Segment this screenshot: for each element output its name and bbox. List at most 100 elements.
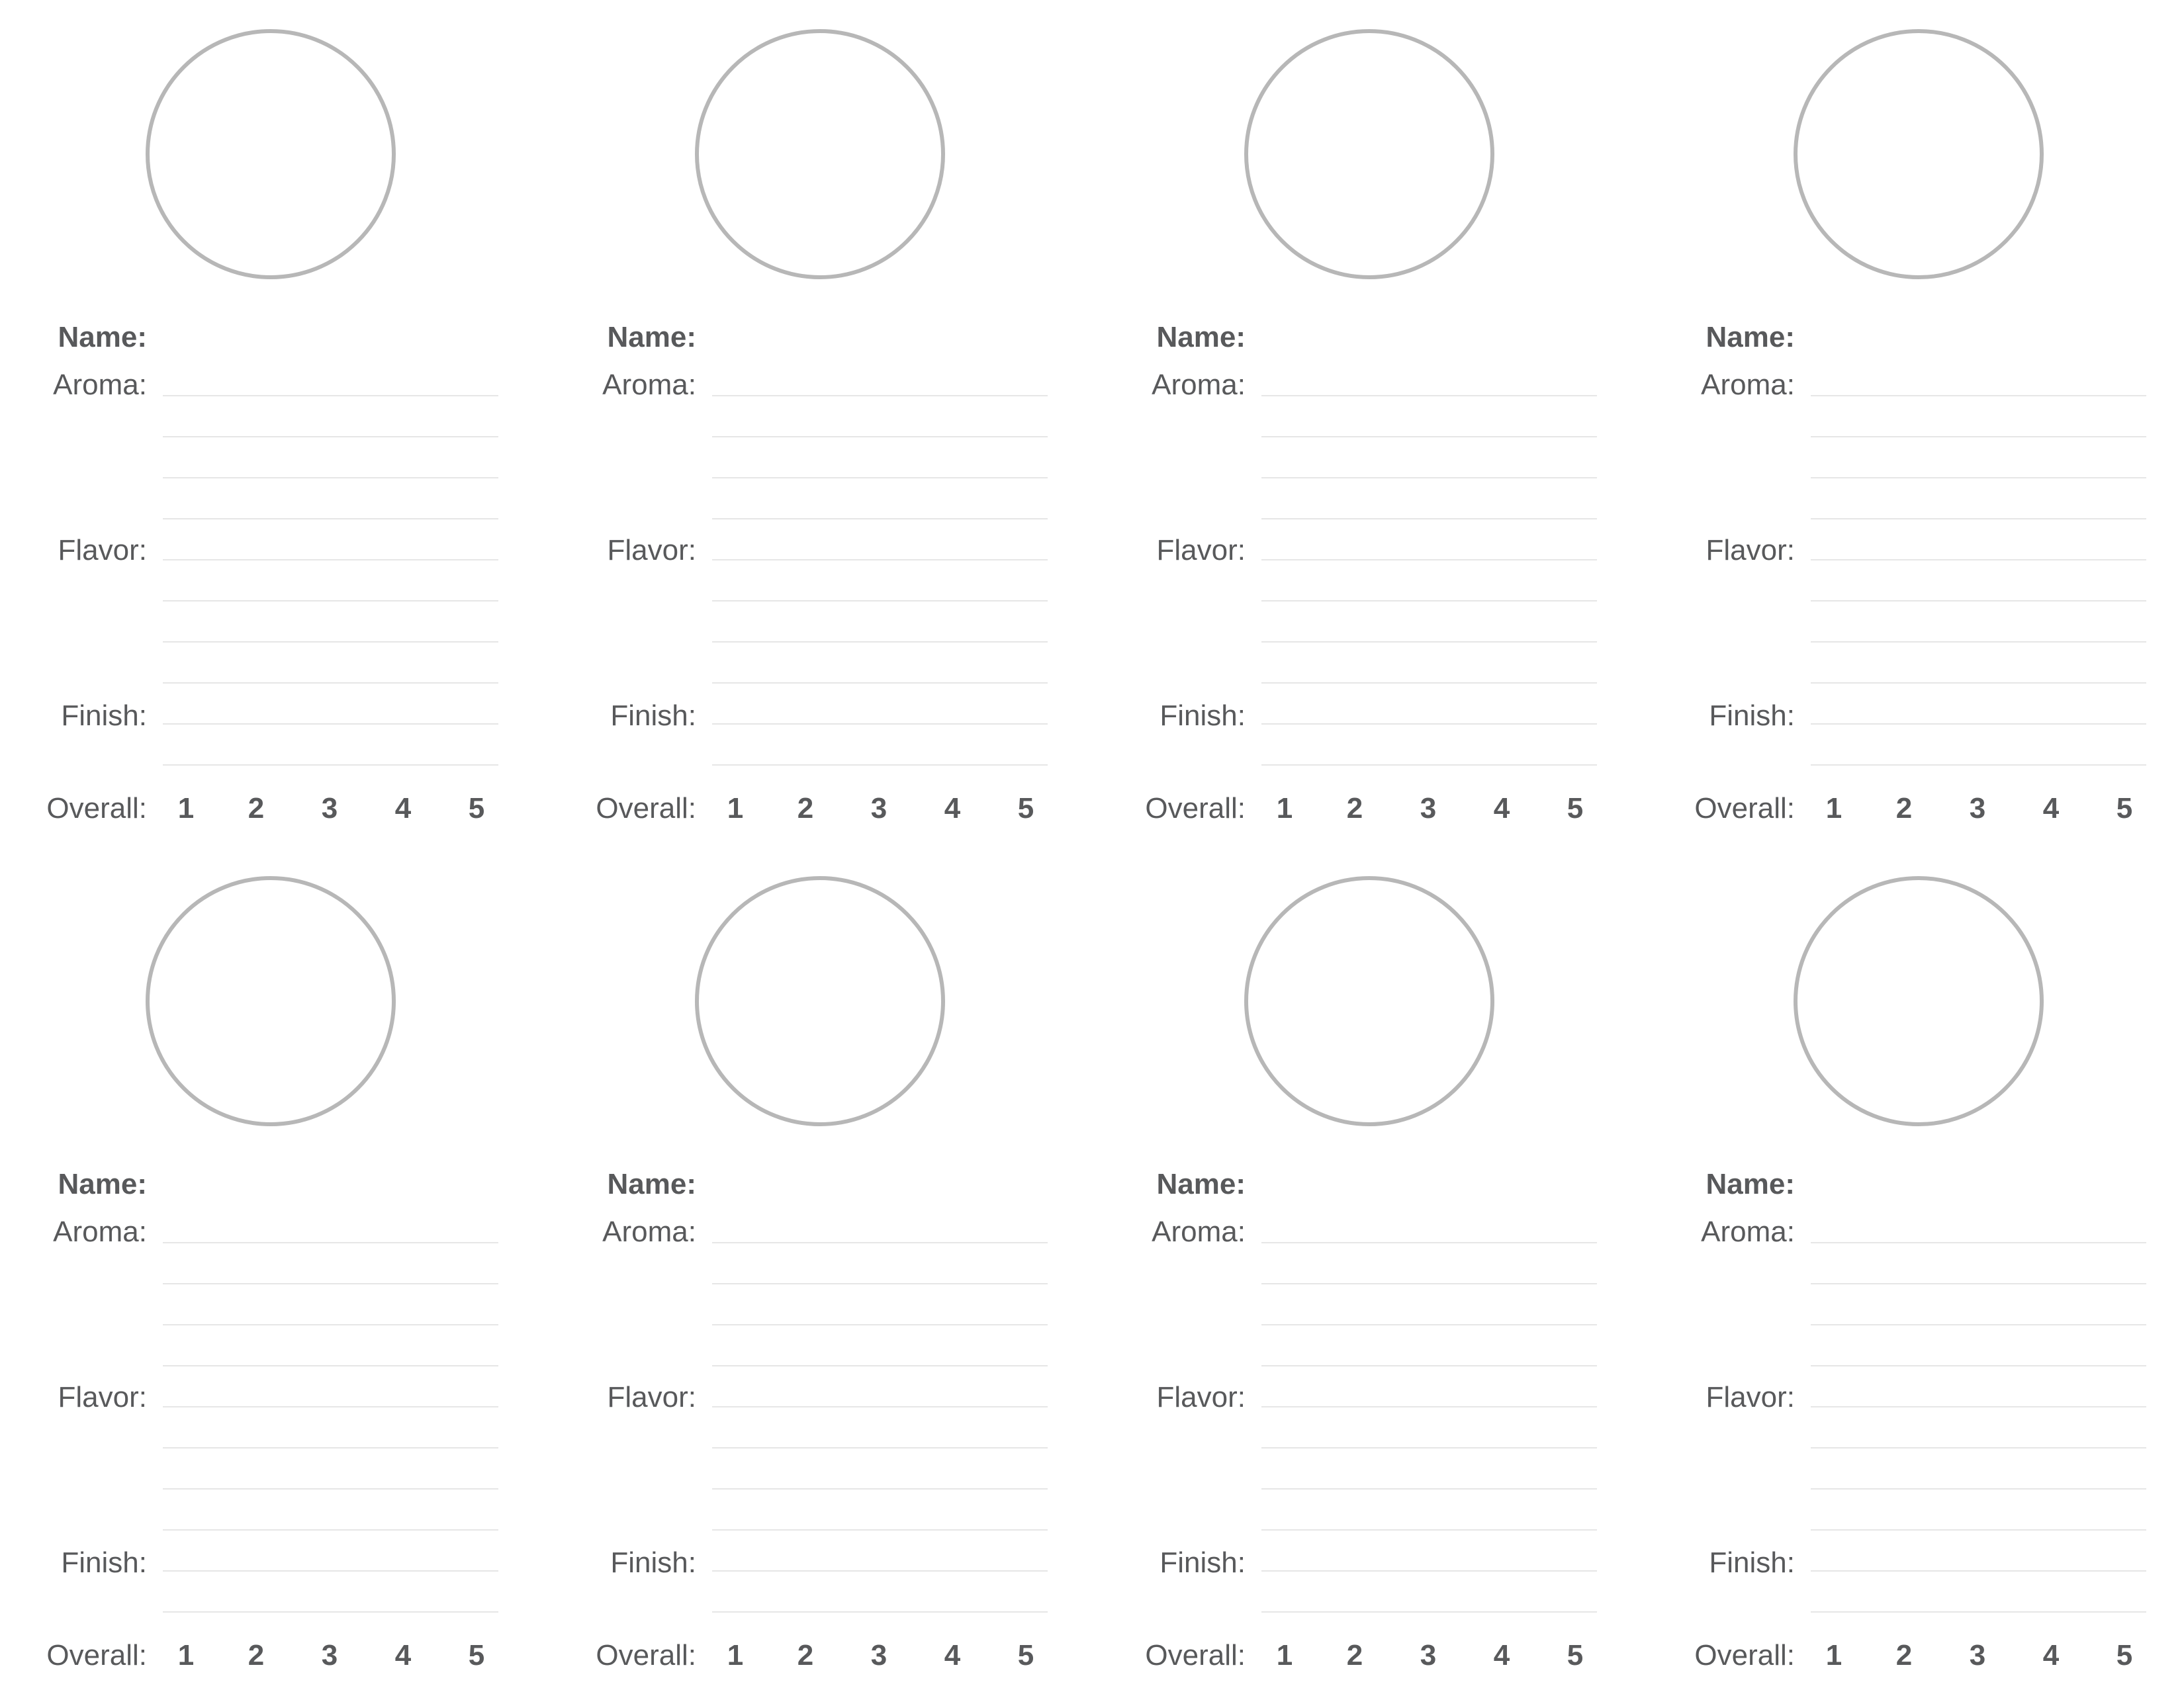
overall-score-5[interactable]: 5 bbox=[1017, 1639, 1034, 1672]
writing-line[interactable] bbox=[163, 682, 498, 684]
writing-line[interactable] bbox=[1811, 395, 2146, 396]
writing-line[interactable] bbox=[163, 1529, 498, 1531]
writing-line[interactable] bbox=[1811, 518, 2146, 519]
writing-line[interactable] bbox=[1261, 1365, 1597, 1366]
overall-score-2[interactable]: 2 bbox=[797, 792, 814, 825]
overall-score-2[interactable]: 2 bbox=[797, 1639, 814, 1672]
writing-line[interactable] bbox=[163, 600, 498, 602]
writing-line[interactable] bbox=[1261, 1242, 1597, 1243]
writing-line[interactable] bbox=[1261, 1488, 1597, 1490]
overall-score-4[interactable]: 4 bbox=[394, 1639, 412, 1672]
overall-score-1[interactable]: 1 bbox=[177, 792, 195, 825]
overall-score-4[interactable]: 4 bbox=[1493, 792, 1510, 825]
writing-line[interactable] bbox=[1261, 1611, 1597, 1613]
overall-score-3[interactable]: 3 bbox=[870, 1639, 887, 1672]
writing-line[interactable] bbox=[1811, 600, 2146, 602]
overall-score-1[interactable]: 1 bbox=[177, 1639, 195, 1672]
overall-score-5[interactable]: 5 bbox=[2116, 1639, 2133, 1672]
writing-line[interactable] bbox=[712, 436, 1048, 437]
writing-line[interactable] bbox=[1811, 477, 2146, 478]
overall-score-3[interactable]: 3 bbox=[1420, 792, 1437, 825]
writing-line[interactable] bbox=[712, 1611, 1048, 1613]
writing-line[interactable] bbox=[163, 477, 498, 478]
writing-line[interactable] bbox=[163, 559, 498, 560]
writing-line[interactable] bbox=[163, 1365, 498, 1366]
writing-line[interactable] bbox=[1261, 1283, 1597, 1284]
overall-score-2[interactable]: 2 bbox=[248, 792, 265, 825]
overall-score-4[interactable]: 4 bbox=[2042, 792, 2060, 825]
writing-line[interactable] bbox=[712, 600, 1048, 602]
writing-line[interactable] bbox=[163, 1611, 498, 1613]
writing-line[interactable] bbox=[163, 1406, 498, 1407]
writing-line[interactable] bbox=[1811, 1488, 2146, 1490]
writing-line[interactable] bbox=[163, 1324, 498, 1325]
overall-score-4[interactable]: 4 bbox=[944, 792, 961, 825]
writing-line[interactable] bbox=[712, 1488, 1048, 1490]
overall-score-5[interactable]: 5 bbox=[468, 1639, 485, 1672]
overall-score-1[interactable]: 1 bbox=[727, 1639, 744, 1672]
writing-line[interactable] bbox=[1261, 1529, 1597, 1531]
overall-score-4[interactable]: 4 bbox=[944, 1639, 961, 1672]
writing-line[interactable] bbox=[712, 1447, 1048, 1449]
writing-line[interactable] bbox=[163, 641, 498, 643]
overall-score-5[interactable]: 5 bbox=[2116, 792, 2133, 825]
writing-line[interactable] bbox=[1261, 395, 1597, 396]
writing-line[interactable] bbox=[1811, 1283, 2146, 1284]
writing-line[interactable] bbox=[1261, 764, 1597, 766]
overall-score-1[interactable]: 1 bbox=[727, 792, 744, 825]
writing-line[interactable] bbox=[712, 723, 1048, 725]
writing-line[interactable] bbox=[163, 723, 498, 725]
overall-score-3[interactable]: 3 bbox=[1420, 1639, 1437, 1672]
overall-score-1[interactable]: 1 bbox=[1276, 1639, 1293, 1672]
writing-line[interactable] bbox=[1811, 1406, 2146, 1407]
writing-line[interactable] bbox=[1811, 723, 2146, 725]
overall-score-2[interactable]: 2 bbox=[1346, 792, 1363, 825]
writing-line[interactable] bbox=[163, 764, 498, 766]
writing-line[interactable] bbox=[712, 641, 1048, 643]
writing-line[interactable] bbox=[712, 1529, 1048, 1531]
overall-score-5[interactable]: 5 bbox=[1567, 792, 1584, 825]
writing-line[interactable] bbox=[163, 1242, 498, 1243]
writing-line[interactable] bbox=[163, 1488, 498, 1490]
writing-line[interactable] bbox=[1811, 559, 2146, 560]
overall-score-2[interactable]: 2 bbox=[1346, 1639, 1363, 1672]
writing-line[interactable] bbox=[1811, 1611, 2146, 1613]
writing-line[interactable] bbox=[712, 518, 1048, 519]
writing-line[interactable] bbox=[712, 1406, 1048, 1407]
overall-score-1[interactable]: 1 bbox=[1825, 792, 1843, 825]
overall-score-1[interactable]: 1 bbox=[1276, 792, 1293, 825]
writing-line[interactable] bbox=[163, 1283, 498, 1284]
overall-score-4[interactable]: 4 bbox=[394, 792, 412, 825]
writing-line[interactable] bbox=[1261, 682, 1597, 684]
writing-line[interactable] bbox=[712, 1365, 1048, 1366]
writing-line[interactable] bbox=[1811, 641, 2146, 643]
overall-score-2[interactable]: 2 bbox=[1895, 792, 1913, 825]
writing-line[interactable] bbox=[1811, 436, 2146, 437]
overall-score-5[interactable]: 5 bbox=[1567, 1639, 1584, 1672]
writing-line[interactable] bbox=[1261, 641, 1597, 643]
overall-score-4[interactable]: 4 bbox=[2042, 1639, 2060, 1672]
writing-line[interactable] bbox=[712, 395, 1048, 396]
writing-line[interactable] bbox=[1261, 477, 1597, 478]
writing-line[interactable] bbox=[1811, 682, 2146, 684]
overall-score-2[interactable]: 2 bbox=[248, 1639, 265, 1672]
writing-line[interactable] bbox=[1261, 723, 1597, 725]
writing-line[interactable] bbox=[1811, 1324, 2146, 1325]
writing-line[interactable] bbox=[1261, 600, 1597, 602]
writing-line[interactable] bbox=[712, 477, 1048, 478]
overall-score-5[interactable]: 5 bbox=[468, 792, 485, 825]
overall-score-3[interactable]: 3 bbox=[321, 1639, 338, 1672]
writing-line[interactable] bbox=[712, 559, 1048, 560]
writing-line[interactable] bbox=[1261, 1570, 1597, 1572]
writing-line[interactable] bbox=[1261, 1324, 1597, 1325]
overall-score-3[interactable]: 3 bbox=[1969, 1639, 1986, 1672]
writing-line[interactable] bbox=[1811, 1365, 2146, 1366]
writing-line[interactable] bbox=[163, 518, 498, 519]
writing-line[interactable] bbox=[163, 436, 498, 437]
overall-score-3[interactable]: 3 bbox=[870, 792, 887, 825]
writing-line[interactable] bbox=[712, 1242, 1048, 1243]
writing-line[interactable] bbox=[163, 1447, 498, 1449]
writing-line[interactable] bbox=[712, 682, 1048, 684]
writing-line[interactable] bbox=[1261, 436, 1597, 437]
overall-score-3[interactable]: 3 bbox=[1969, 792, 1986, 825]
